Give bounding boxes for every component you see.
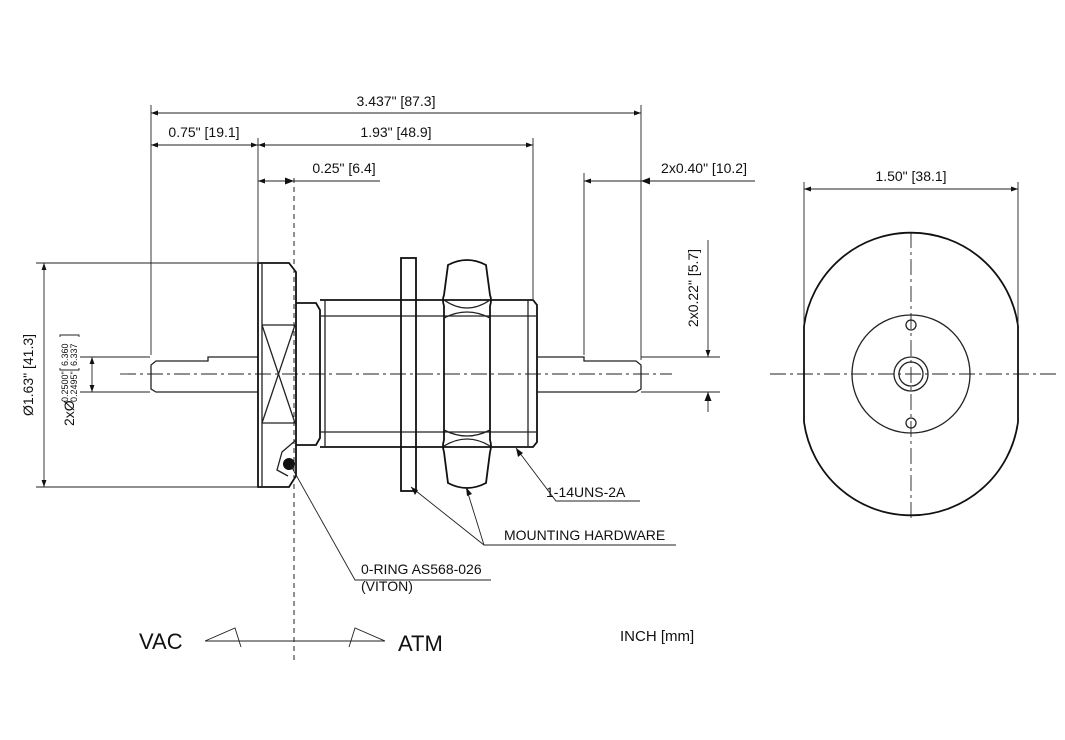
right-pin-length-label: 2x0.40" [10.2] [661, 160, 747, 176]
end-view [770, 182, 1056, 518]
threaded-body [296, 299, 538, 448]
body-length-label: 1.93" [48.9] [360, 124, 431, 140]
leader-lines [290, 447, 676, 581]
pin-dia-in-max: 0.2500" [60, 371, 70, 402]
right-pin [537, 356, 642, 393]
side-view [120, 178, 672, 660]
pin-diameter-label: 2xØ 0.2500" 0.2495" 6.360 6.337 [59, 334, 80, 426]
vac-atm-symbol [204, 627, 386, 648]
left-pin-length-label: 0.75" [19.1] [168, 124, 239, 140]
mounting-hardware-callout: MOUNTING HARDWARE [504, 527, 665, 543]
o-ring [283, 458, 295, 470]
o-ring-callout: 0-RING AS568-026 [361, 561, 482, 577]
thread-callout: 1-14UNS-2A [546, 484, 626, 500]
washer [400, 257, 417, 492]
pin-dia-mm-max: 6.360 [60, 343, 70, 366]
hex-nut [442, 259, 492, 489]
flange-thickness-label: 0.25" [6.4] [312, 160, 375, 176]
end-view-diameter-label: 1.50" [38.1] [875, 168, 946, 184]
atm-label: ATM [398, 631, 443, 656]
units-label: INCH [mm] [620, 628, 694, 645]
vac-label: VAC [139, 629, 183, 654]
o-ring-material-callout: (VITON) [361, 578, 413, 594]
flange-diameter-label: Ø1.63" [41.3] [20, 334, 36, 416]
left-pin [150, 356, 258, 393]
overall-length-label: 3.437" [87.3] [357, 93, 436, 109]
pin-dia-mm-min: 6.337 [69, 343, 79, 366]
pin-dia-in-min: 0.2495" [69, 371, 79, 402]
pin-offset-label: 2x0.22" [5.7] [685, 249, 701, 327]
dimension-lines [36, 105, 755, 488]
pin-diameter-prefix: 2xØ [61, 400, 77, 426]
flange [257, 262, 297, 488]
